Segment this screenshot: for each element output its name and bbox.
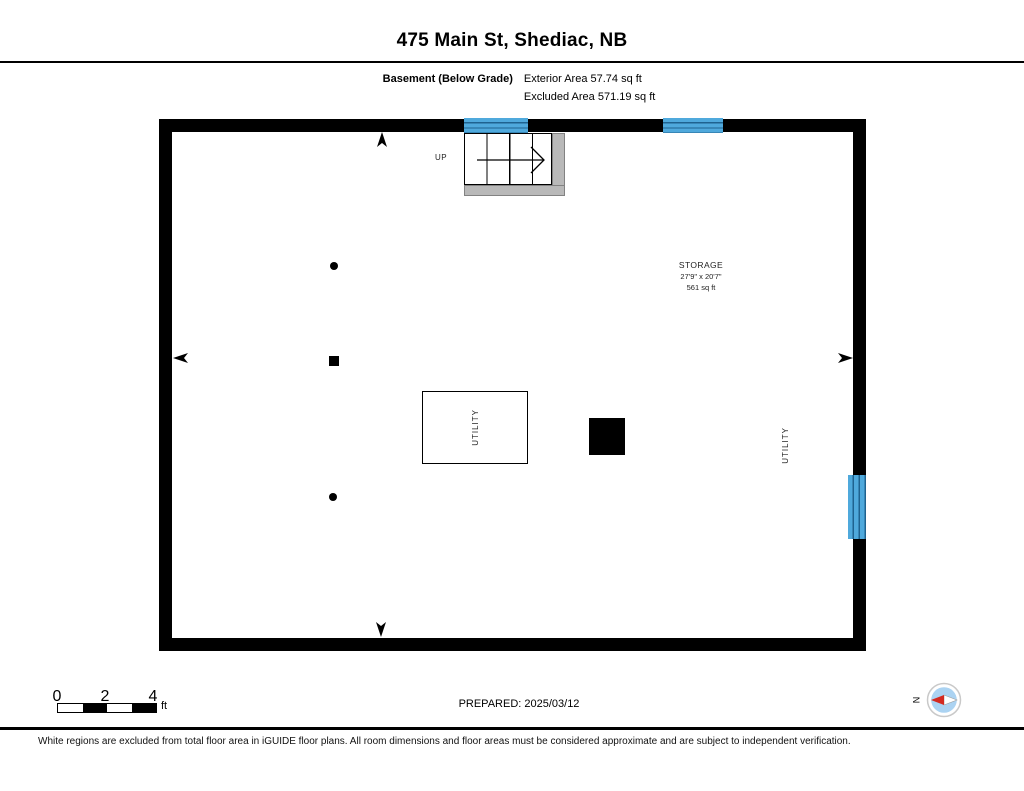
page-title: 475 Main St, Shediac, NB [396,30,628,51]
prepared-date: PREPARED: 2025/03/12 [458,698,580,710]
compass-north-label: N [911,696,922,704]
scale-tick-0: 0 [52,688,62,705]
scale-bar [57,703,157,713]
west-wall-marker-icon [173,353,188,363]
staircase [464,133,552,185]
floor-name: Basement (Below Grade) [382,73,513,85]
wall-left [159,119,172,651]
stair-bottom-wall [464,185,565,196]
window-right [848,475,866,539]
scale-tick-2: 2 [100,688,110,705]
support-post-dot [329,493,337,501]
wall-bottom [159,638,866,651]
scale-tick-4: 4 [148,688,158,705]
storage-room-label: STORAGE 27'9" x 20'7" 561 sq ft [621,260,781,293]
floor-areas: Exterior Area 57.74 sq ft Excluded Area … [524,70,655,106]
excluded-area: Excluded Area 571.19 sq ft [523,91,656,103]
disclaimer-text: White regions are excluded from total fl… [38,736,851,747]
window-top-right [663,118,723,133]
scale-segment [58,704,83,712]
stair-direction-arrow [477,146,545,174]
equipment-block [589,418,625,455]
east-wall-marker-icon [838,353,853,363]
footer-divider [0,727,1024,730]
utility-right-label: UTILITY [781,423,790,467]
storage-dimensions: 27'9" x 20'7" [680,272,722,281]
compass-icon [926,682,962,718]
storage-area: 561 sq ft [686,283,716,292]
floor-summary: Basement (Below Grade) Exterior Area 57.… [0,70,1024,106]
scale-segment [131,704,156,712]
scale-segment [82,704,107,712]
north-wall-marker-icon [377,132,387,147]
window-top-left [464,118,528,133]
utility-right-text: UTILITY [781,426,790,464]
header-divider [0,61,1024,63]
exterior-area: Exterior Area 57.74 sq ft [523,73,642,85]
utility-room-label: UTILITY [470,409,480,446]
utility-room: UTILITY [422,391,528,464]
south-wall-marker-icon [376,622,386,637]
scale-unit-label: ft [161,700,168,712]
storage-name: STORAGE [678,260,724,270]
scale-segment [107,704,132,712]
wall-right [853,119,866,651]
support-post-square [329,356,339,366]
support-post-dot [330,262,338,270]
stairs-up-label: UP [435,153,448,162]
floorplan: UP UTILITY STORAGE 27'9" x 20'7" 561 sq … [159,118,866,651]
